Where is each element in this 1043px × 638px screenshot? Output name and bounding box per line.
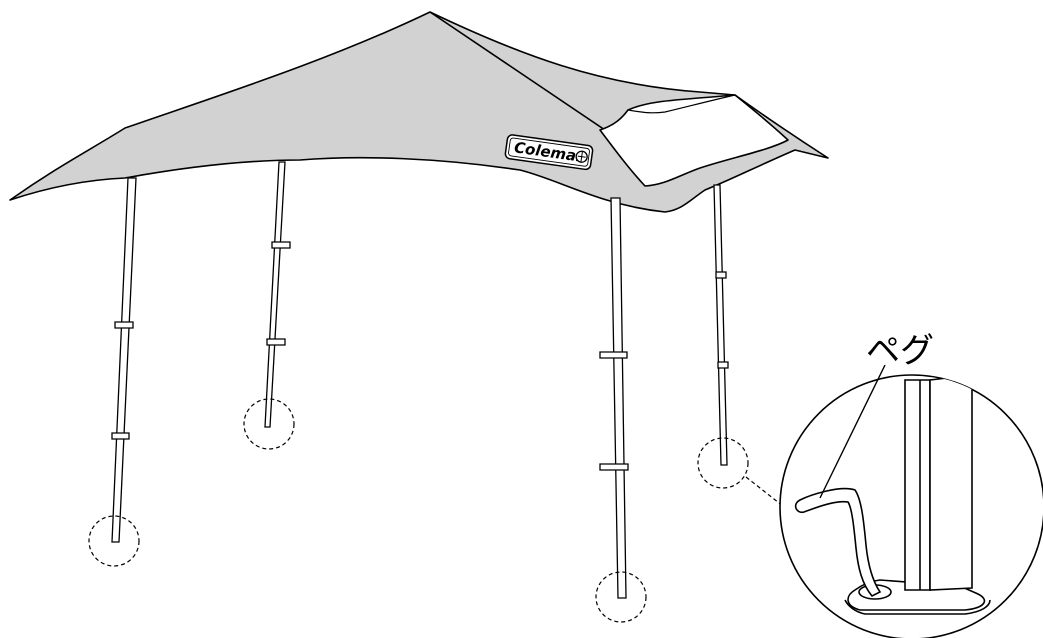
leg-clip: [271, 241, 291, 249]
brand-badge-inner-frame: [508, 137, 590, 167]
canopy-ridge-line: [429, 11, 606, 131]
leg-clip: [599, 463, 629, 471]
leg-clip: [266, 338, 286, 346]
brand-badge-frame: [504, 134, 594, 171]
leg-clip: [114, 321, 134, 329]
canopy-roof: Coleman: [9, 11, 829, 213]
leg-back-right: [713, 184, 729, 466]
leg-foot-plate-edge: [844, 599, 991, 615]
leg-clip: [111, 432, 130, 440]
canopy-vent-inner-line: [627, 94, 736, 114]
leg-column-side: [929, 375, 973, 591]
highlight-circle-front-right: [595, 571, 647, 623]
leg-column: [904, 379, 931, 591]
leg-front-right: [599, 197, 629, 599]
peg-callout-leader: [819, 364, 886, 499]
peg-callout-label: ペグ: [866, 331, 934, 371]
highlight-circle-back-left: [243, 398, 295, 450]
peg: [794, 487, 882, 597]
canopy-fabric: [9, 11, 829, 213]
canopy-vent-window: [599, 94, 789, 187]
highlight-circle-back-right: [697, 437, 749, 489]
highlight-circle-front-left: [88, 515, 140, 567]
leg-clip: [599, 351, 628, 359]
leg-back-left: [264, 161, 291, 428]
peg-detail-view: ペグ: [779, 331, 1043, 638]
leg-clip: [715, 271, 727, 279]
brand-badge: Coleman: [504, 134, 594, 171]
leg-base-highlights: [88, 398, 789, 623]
canopy-legs: [111, 161, 729, 599]
leg-front-left: [111, 177, 137, 543]
leg-clip: [717, 361, 729, 369]
lantern-icon: [575, 150, 588, 163]
